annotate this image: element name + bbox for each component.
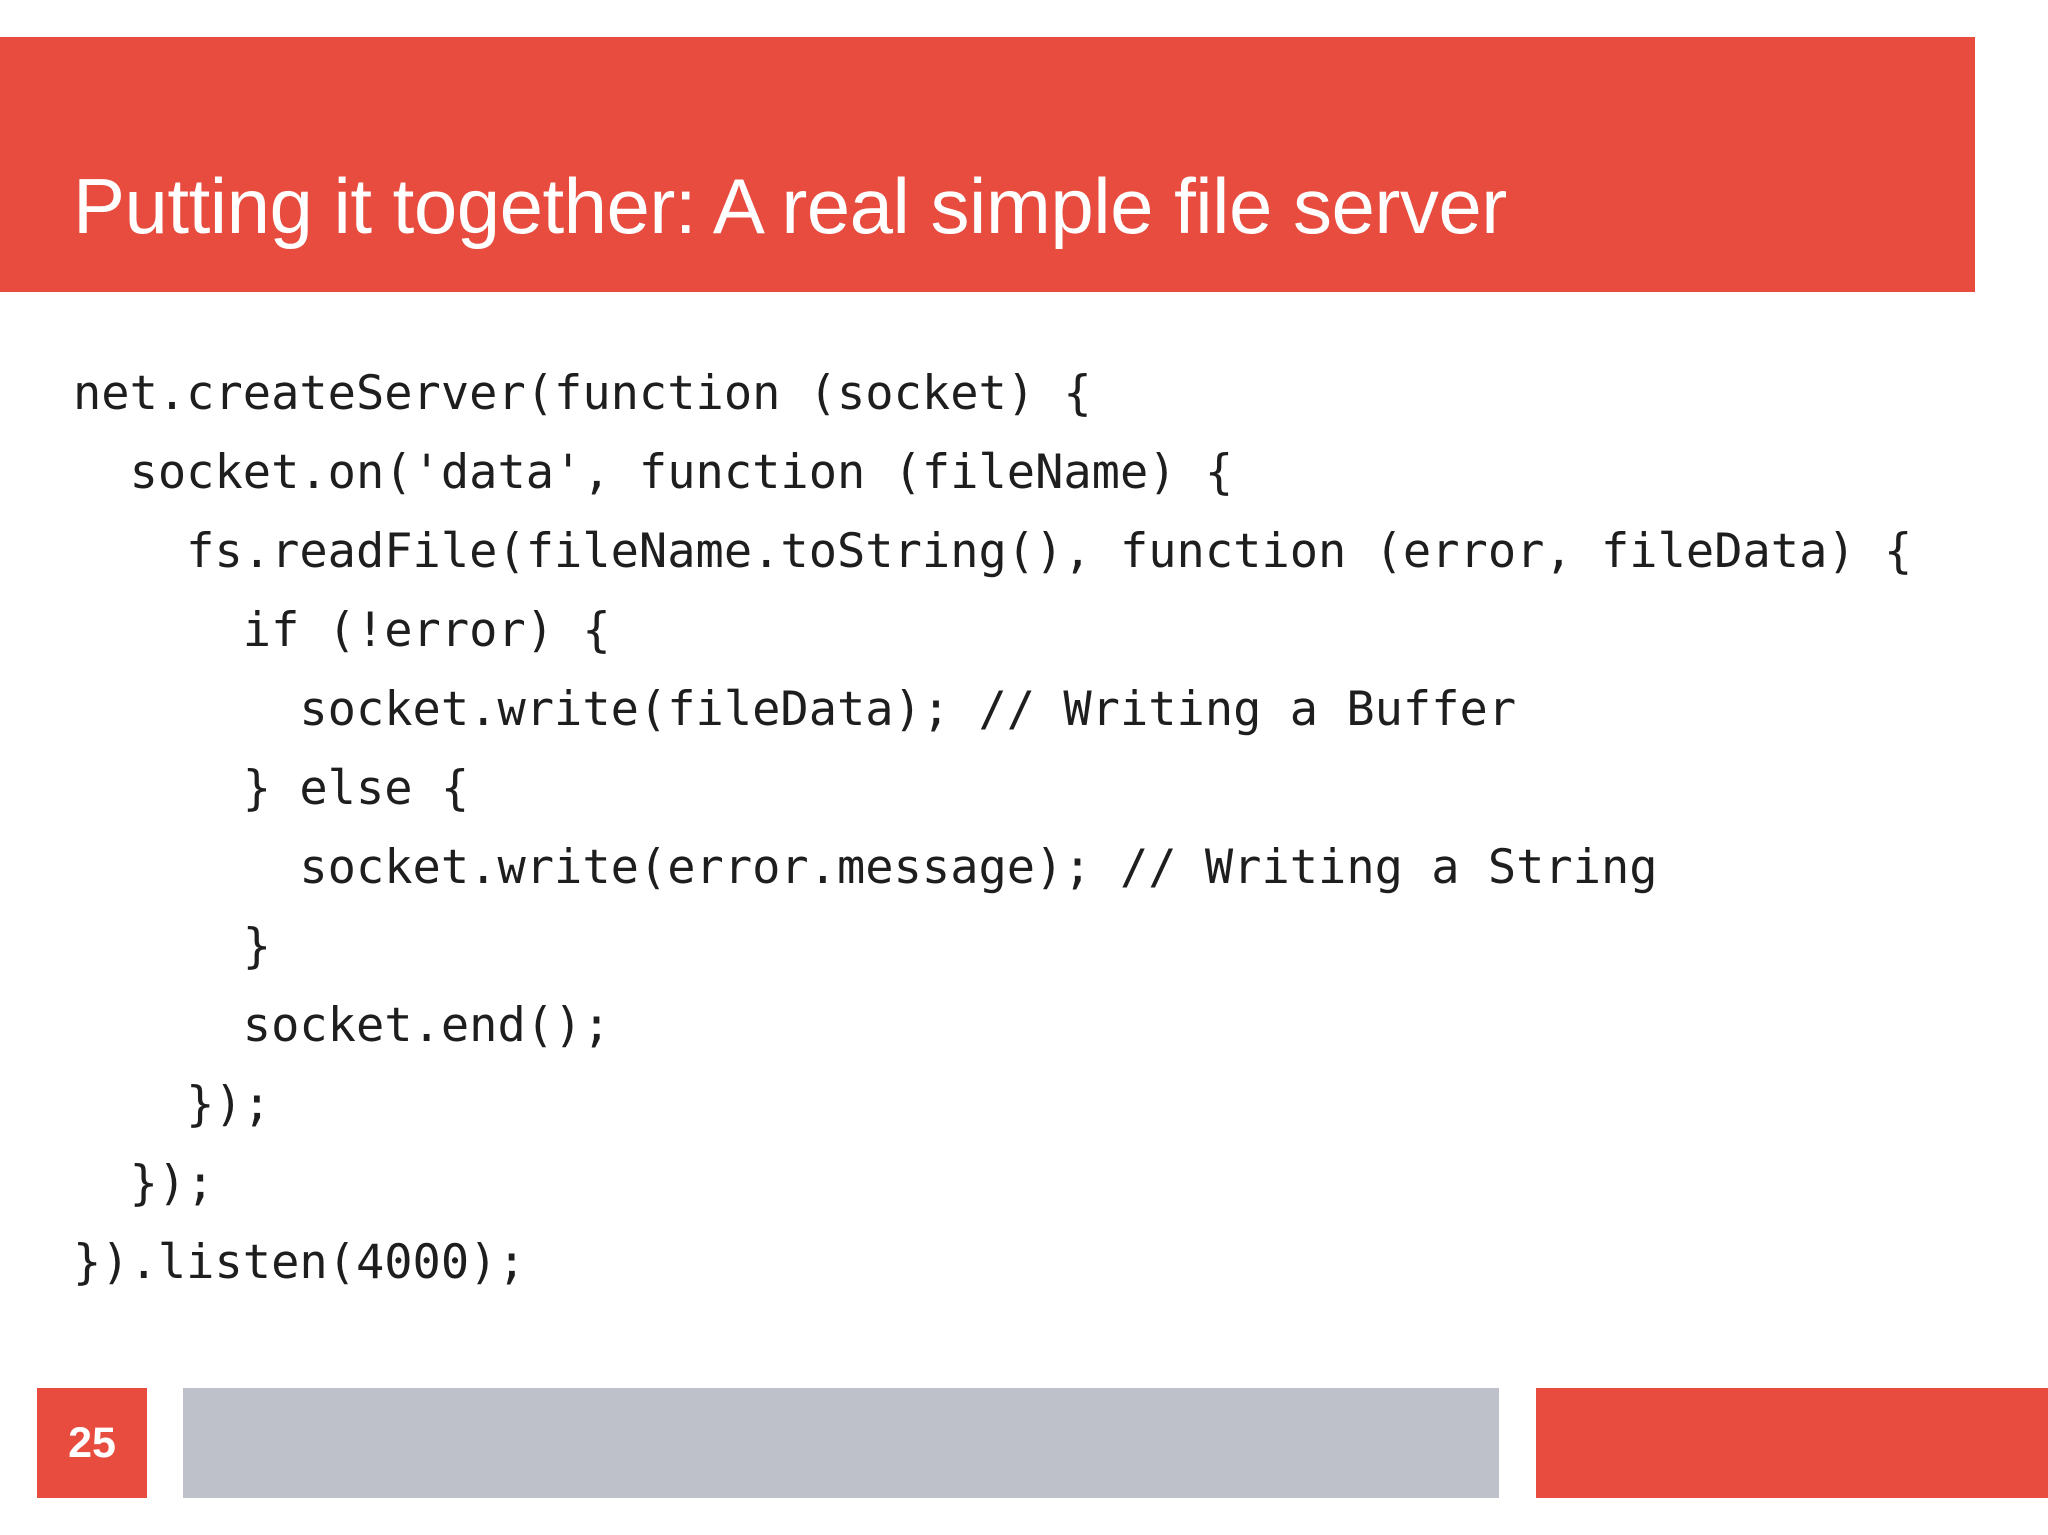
code-line: }); bbox=[73, 1077, 272, 1132]
slide-title: Putting it together: A real simple file … bbox=[73, 162, 1507, 250]
code-line: socket.write(fileData); // Writing a Buf… bbox=[73, 682, 1517, 737]
code-line: socket.end(); bbox=[73, 998, 611, 1053]
footer-red-bar bbox=[1536, 1388, 2048, 1498]
slide-number: 25 bbox=[68, 1418, 116, 1467]
code-line: }); bbox=[73, 1156, 215, 1211]
code-line: fs.readFile(fileName.toString(), functio… bbox=[73, 524, 1913, 579]
code-block: net.createServer(function (socket) { soc… bbox=[73, 354, 2023, 1302]
footer-gray-bar bbox=[183, 1388, 1499, 1498]
title-bar bbox=[0, 37, 1975, 292]
code-line: socket.on('data', function (fileName) { bbox=[73, 445, 1234, 500]
code-line: } bbox=[73, 919, 272, 974]
code-line: net.createServer(function (socket) { bbox=[73, 366, 1092, 421]
slide-number-box: 25 bbox=[37, 1388, 147, 1498]
code-line: } else { bbox=[73, 761, 470, 816]
code-line: if (!error) { bbox=[73, 603, 611, 658]
code-line: }).listen(4000); bbox=[73, 1235, 526, 1290]
code-line: socket.write(error.message); // Writing … bbox=[73, 840, 1658, 895]
